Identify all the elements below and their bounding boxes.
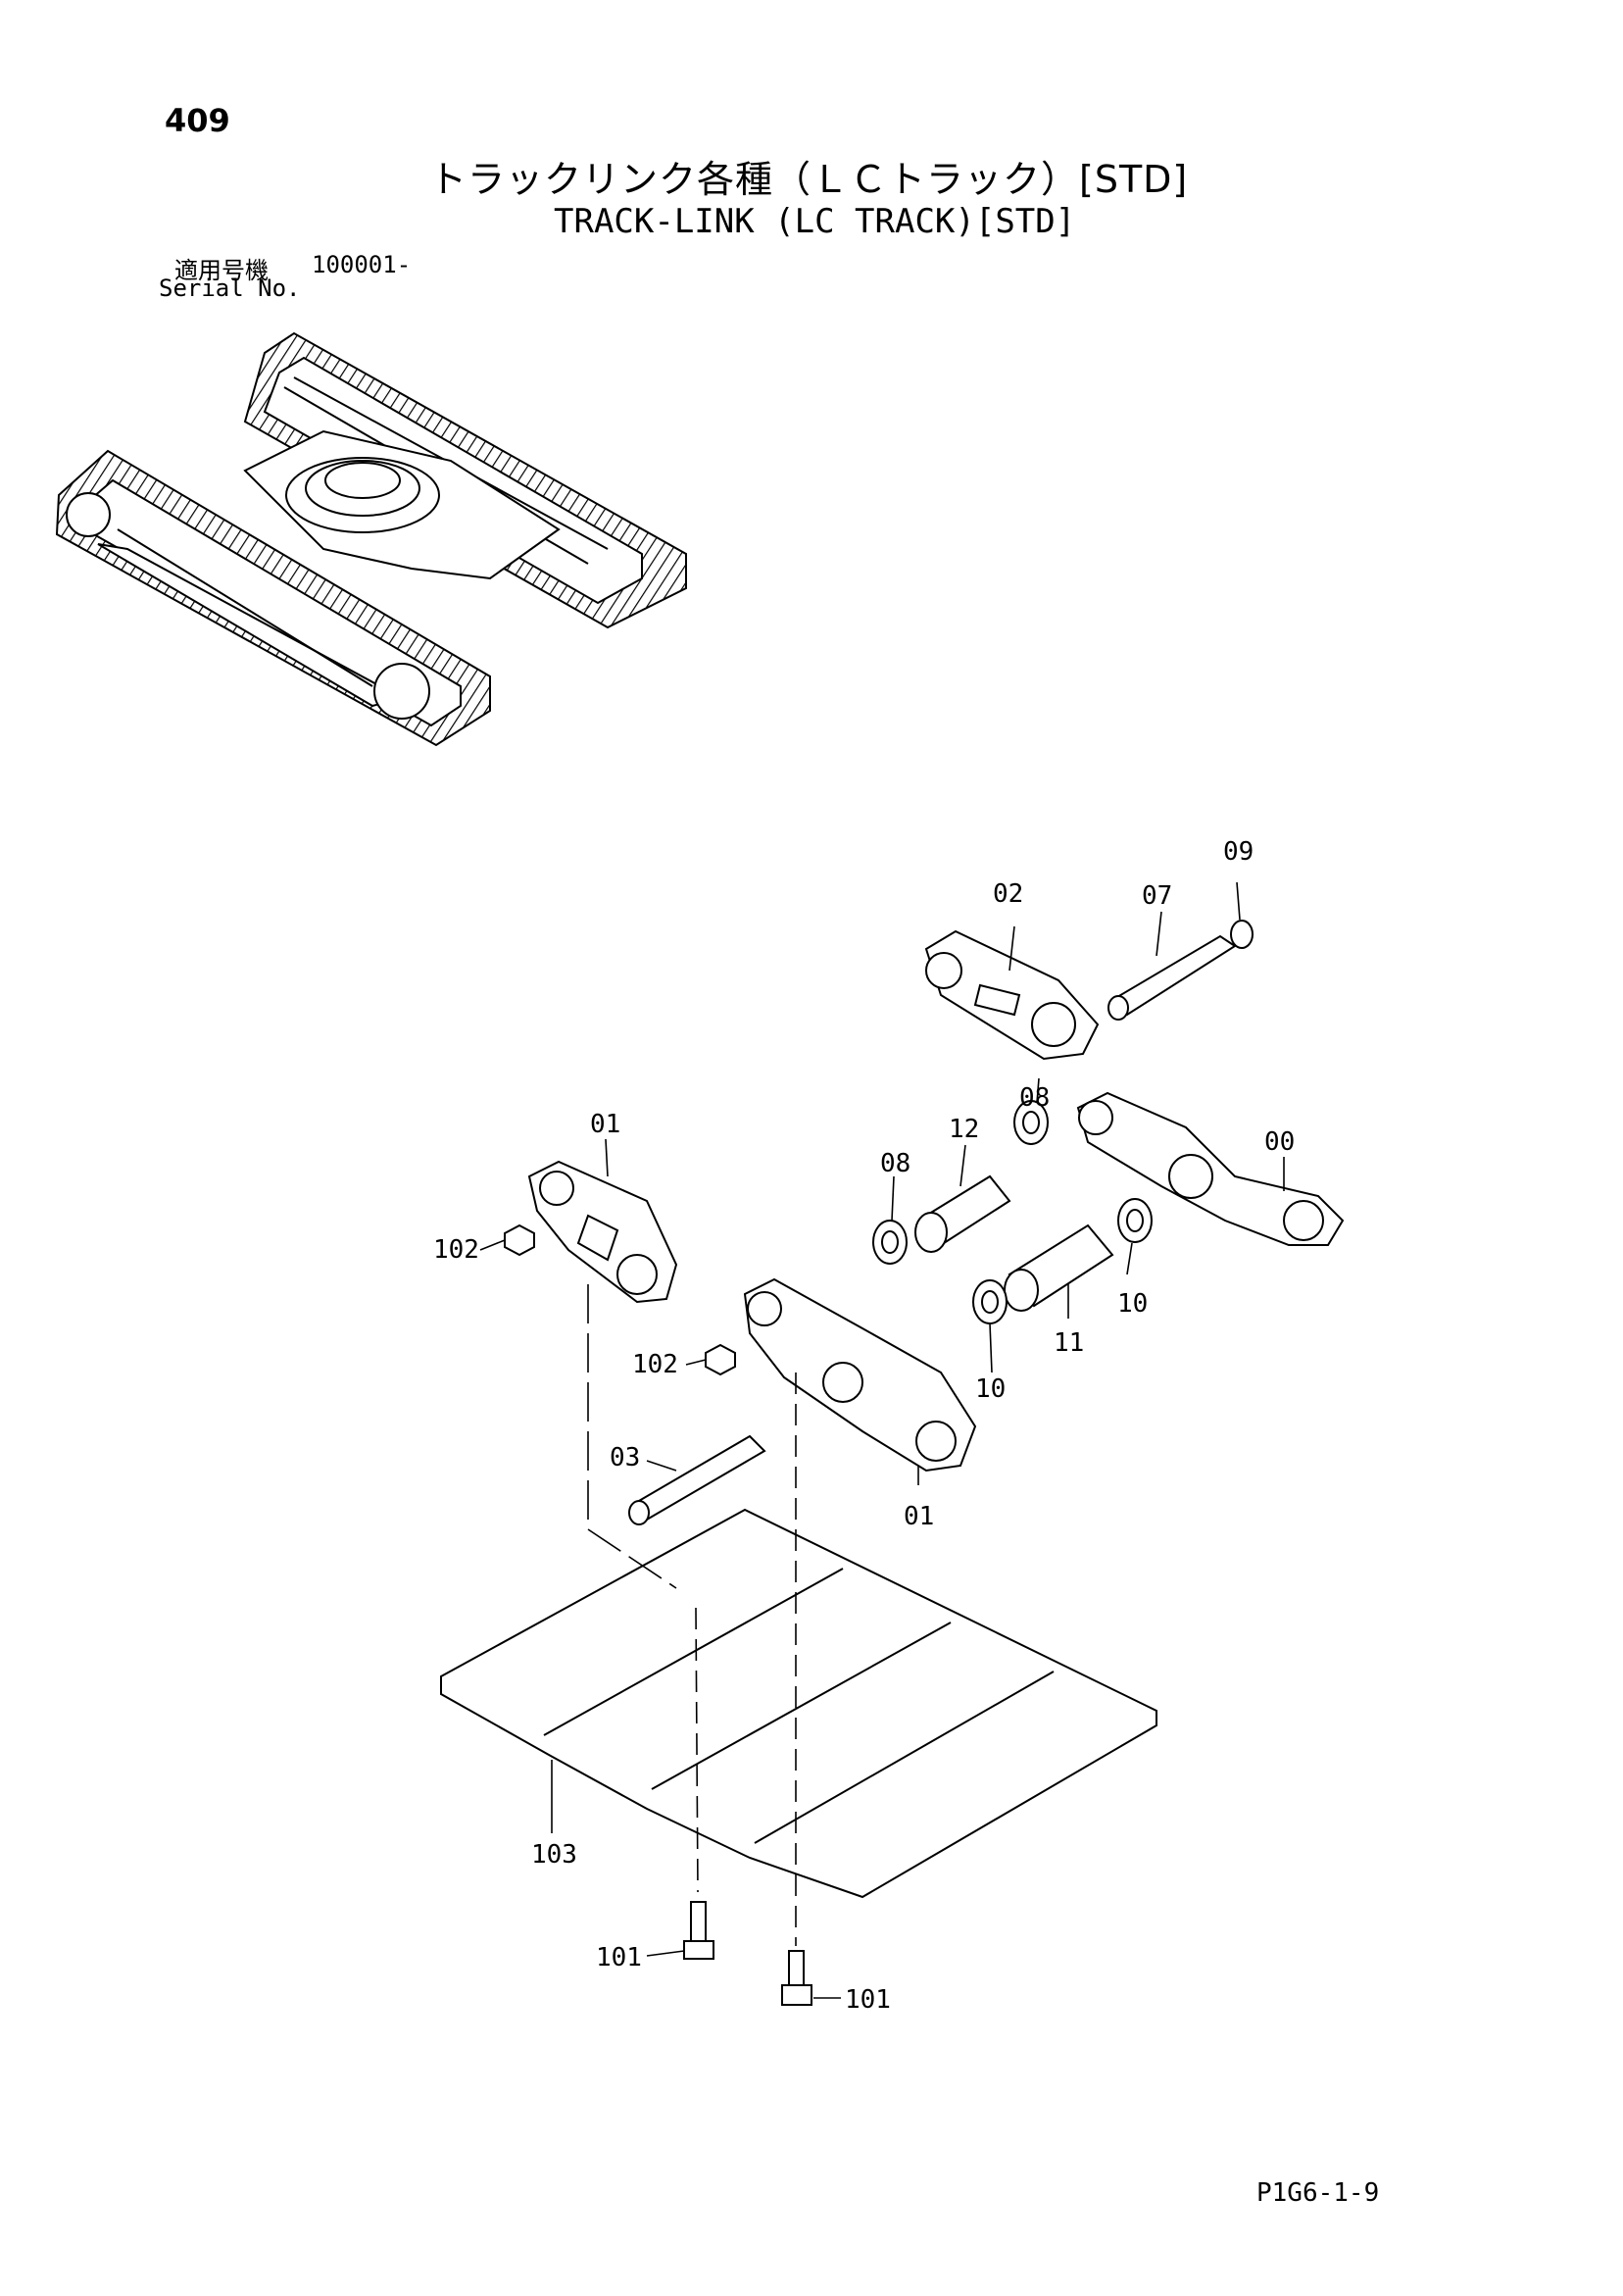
serial-label-japanese: 適用号機: [174, 257, 269, 284]
track-pin-03: [628, 1434, 766, 1525]
serial-label-english: Serial No.: [159, 275, 301, 302]
track-link-01-lower: [743, 1277, 977, 1472]
center-frame: [243, 429, 561, 580]
callout-08-lower: 08: [880, 1149, 910, 1178]
callout-09: 09: [1223, 837, 1254, 867]
callout-103: 103: [531, 1840, 577, 1870]
callout-02: 02: [993, 879, 1023, 909]
track-link-01-left: [527, 1160, 678, 1304]
callout-10-lower: 10: [975, 1374, 1006, 1404]
drawing-code: P1G6-1-9: [1256, 2178, 1380, 2208]
callout-11: 11: [1054, 1328, 1084, 1358]
track-frame-front: [55, 449, 491, 747]
callout-101-right: 101: [845, 1985, 891, 2015]
track-shoes-103: [440, 1508, 1157, 1899]
track-link-02: [924, 929, 1100, 1061]
track-link-00: [1076, 1091, 1345, 1246]
track-pin-07: [1107, 934, 1237, 1021]
nut-102-lower: [705, 1343, 736, 1376]
callout-101-left: 101: [596, 1943, 642, 1972]
callout-10-upper: 10: [1117, 1289, 1148, 1319]
callout-102-lower: 102: [632, 1350, 678, 1379]
bushing-11: [1004, 1223, 1114, 1312]
callout-08-upper: 08: [1019, 1083, 1050, 1113]
callout-07: 07: [1142, 881, 1172, 911]
callout-01-upper: 01: [590, 1110, 620, 1139]
page-title-japanese: トラックリンク各種（ＬＣトラック）[STD]: [429, 158, 1189, 201]
bolt-101-left: [683, 1901, 714, 1960]
serial-range: 100001-: [312, 251, 412, 278]
nut-102-upper: [504, 1223, 535, 1257]
page-title-english: TRACK-LINK (LC TRACK)[STD]: [554, 202, 1076, 241]
callout-00: 00: [1264, 1127, 1295, 1157]
undercarriage-overview-illustration: [55, 331, 687, 747]
callout-03: 03: [610, 1443, 640, 1472]
callout-01-lower: 01: [904, 1502, 934, 1531]
leader-lines: [479, 881, 1285, 1999]
callout-12: 12: [949, 1115, 979, 1144]
callout-102-upper: 102: [433, 1235, 479, 1265]
bushing-12: [914, 1174, 1011, 1253]
page-number: 409: [165, 102, 230, 139]
bolt-101-right: [781, 1950, 812, 2006]
snap-ring-09: [1230, 920, 1254, 949]
